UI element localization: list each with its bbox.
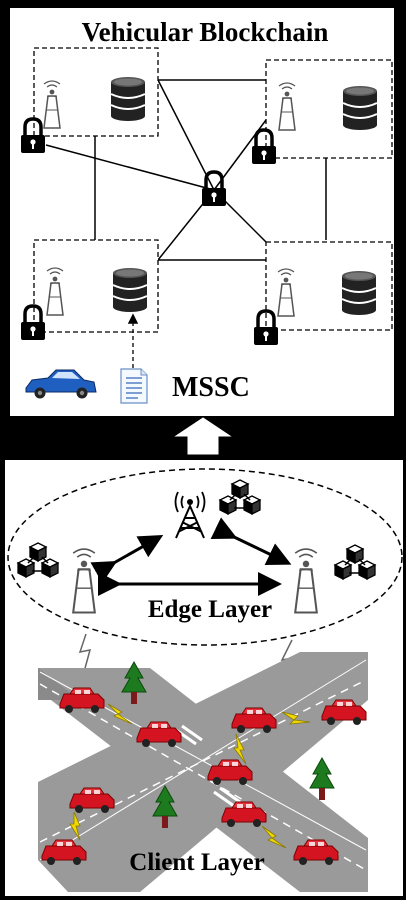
bottom-panel: Edge Layer <box>5 460 403 896</box>
cell-tower-icon <box>174 491 206 539</box>
database-icon <box>110 76 146 122</box>
mssc-label: MSSC <box>172 372 250 403</box>
client-layer-label: Client Layer <box>129 849 264 876</box>
database-icon <box>112 267 148 313</box>
database-icon <box>341 270 377 316</box>
wireless-link-icon <box>78 633 92 673</box>
diagram-title: Vehicular Blockchain <box>82 17 329 47</box>
edge-layer-label: Edge Layer <box>148 596 272 623</box>
up-arrow-icon <box>174 417 232 455</box>
database-icon <box>342 85 378 131</box>
road-intersection <box>38 652 368 892</box>
document-icon <box>120 368 148 404</box>
edge-links <box>90 517 292 596</box>
top-panel: Vehicular Blockchain <box>10 8 394 416</box>
v2v-link-icons <box>69 703 311 849</box>
car-icon <box>25 369 97 399</box>
